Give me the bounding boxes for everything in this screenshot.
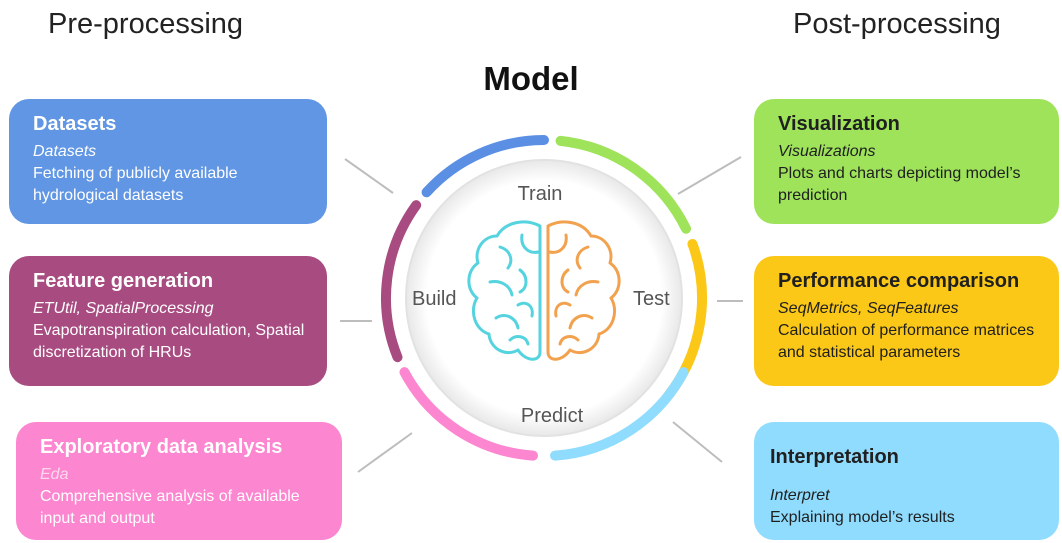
wheel-label-test: Test <box>633 288 670 310</box>
feature-generation-description: Evapotranspiration calculation, Spatial … <box>33 322 305 361</box>
visualization-module: Visualizations <box>778 143 876 160</box>
connector-datasets <box>344 158 394 194</box>
interpretation-description: Explaining model’s results <box>770 509 955 526</box>
connector-eda <box>357 432 413 473</box>
performance-comparison-title: Performance comparison <box>778 270 1020 292</box>
performance-comparison-card: Performance comparison SeqMetrics, SeqFe… <box>754 256 1059 386</box>
connector-visualization <box>677 156 742 195</box>
eda-module: Eda <box>40 466 69 483</box>
visualization-title: Visualization <box>778 113 900 135</box>
ring-segment-eda <box>399 367 538 461</box>
wheel-label-train: Train <box>518 183 563 205</box>
visualization-description: Plots and charts depicting model’s predi… <box>778 165 1021 204</box>
datasets-module: Datasets <box>33 143 97 160</box>
datasets-description: Fetching of publicly available hydrologi… <box>33 165 238 204</box>
ring-segment-features <box>381 200 422 363</box>
feature-generation-card: Feature generation ETUtil, SpatialProces… <box>9 256 327 386</box>
feature-generation-modules: ETUtil, SpatialProcessing <box>33 300 214 317</box>
post-processing-heading: Post-processing <box>793 8 1001 40</box>
ring-segment-interpretation <box>550 367 689 461</box>
wheel-label-build: Build <box>412 288 456 310</box>
wheel-label-predict: Predict <box>521 405 584 427</box>
datasets-title: Datasets <box>33 113 117 135</box>
interpretation-title: Interpretation <box>770 446 899 468</box>
visualization-card: Visualization Visualizations Plots and c… <box>754 99 1059 224</box>
eda-card: Exploratory data analysis Eda Comprehens… <box>16 422 342 540</box>
brain-right-hemisphere <box>546 220 621 361</box>
eda-title: Exploratory data analysis <box>40 436 283 458</box>
eda-description: Comprehensive analysis of available inpu… <box>40 488 300 527</box>
pre-processing-heading: Pre-processing <box>48 8 244 40</box>
performance-comparison-description: Calculation of performance matrices and … <box>778 322 1035 361</box>
ring-segments <box>381 135 707 461</box>
performance-comparison-modules: SeqMetrics, SeqFeatures <box>778 300 959 317</box>
ring-segment-datasets <box>421 135 549 198</box>
interpretation-card: Interpretation Interpret Explaining mode… <box>754 422 1059 540</box>
feature-generation-title: Feature generation <box>33 270 214 292</box>
interpretation-module: Interpret <box>770 487 830 504</box>
connector-interpretation <box>672 421 723 463</box>
inner-circle <box>405 159 683 437</box>
brain-left-hemisphere <box>467 220 542 361</box>
ring-segment-visualization <box>555 135 692 234</box>
model-title: Model <box>483 60 579 97</box>
datasets-card: Datasets Datasets Fetching of publicly a… <box>9 99 327 224</box>
